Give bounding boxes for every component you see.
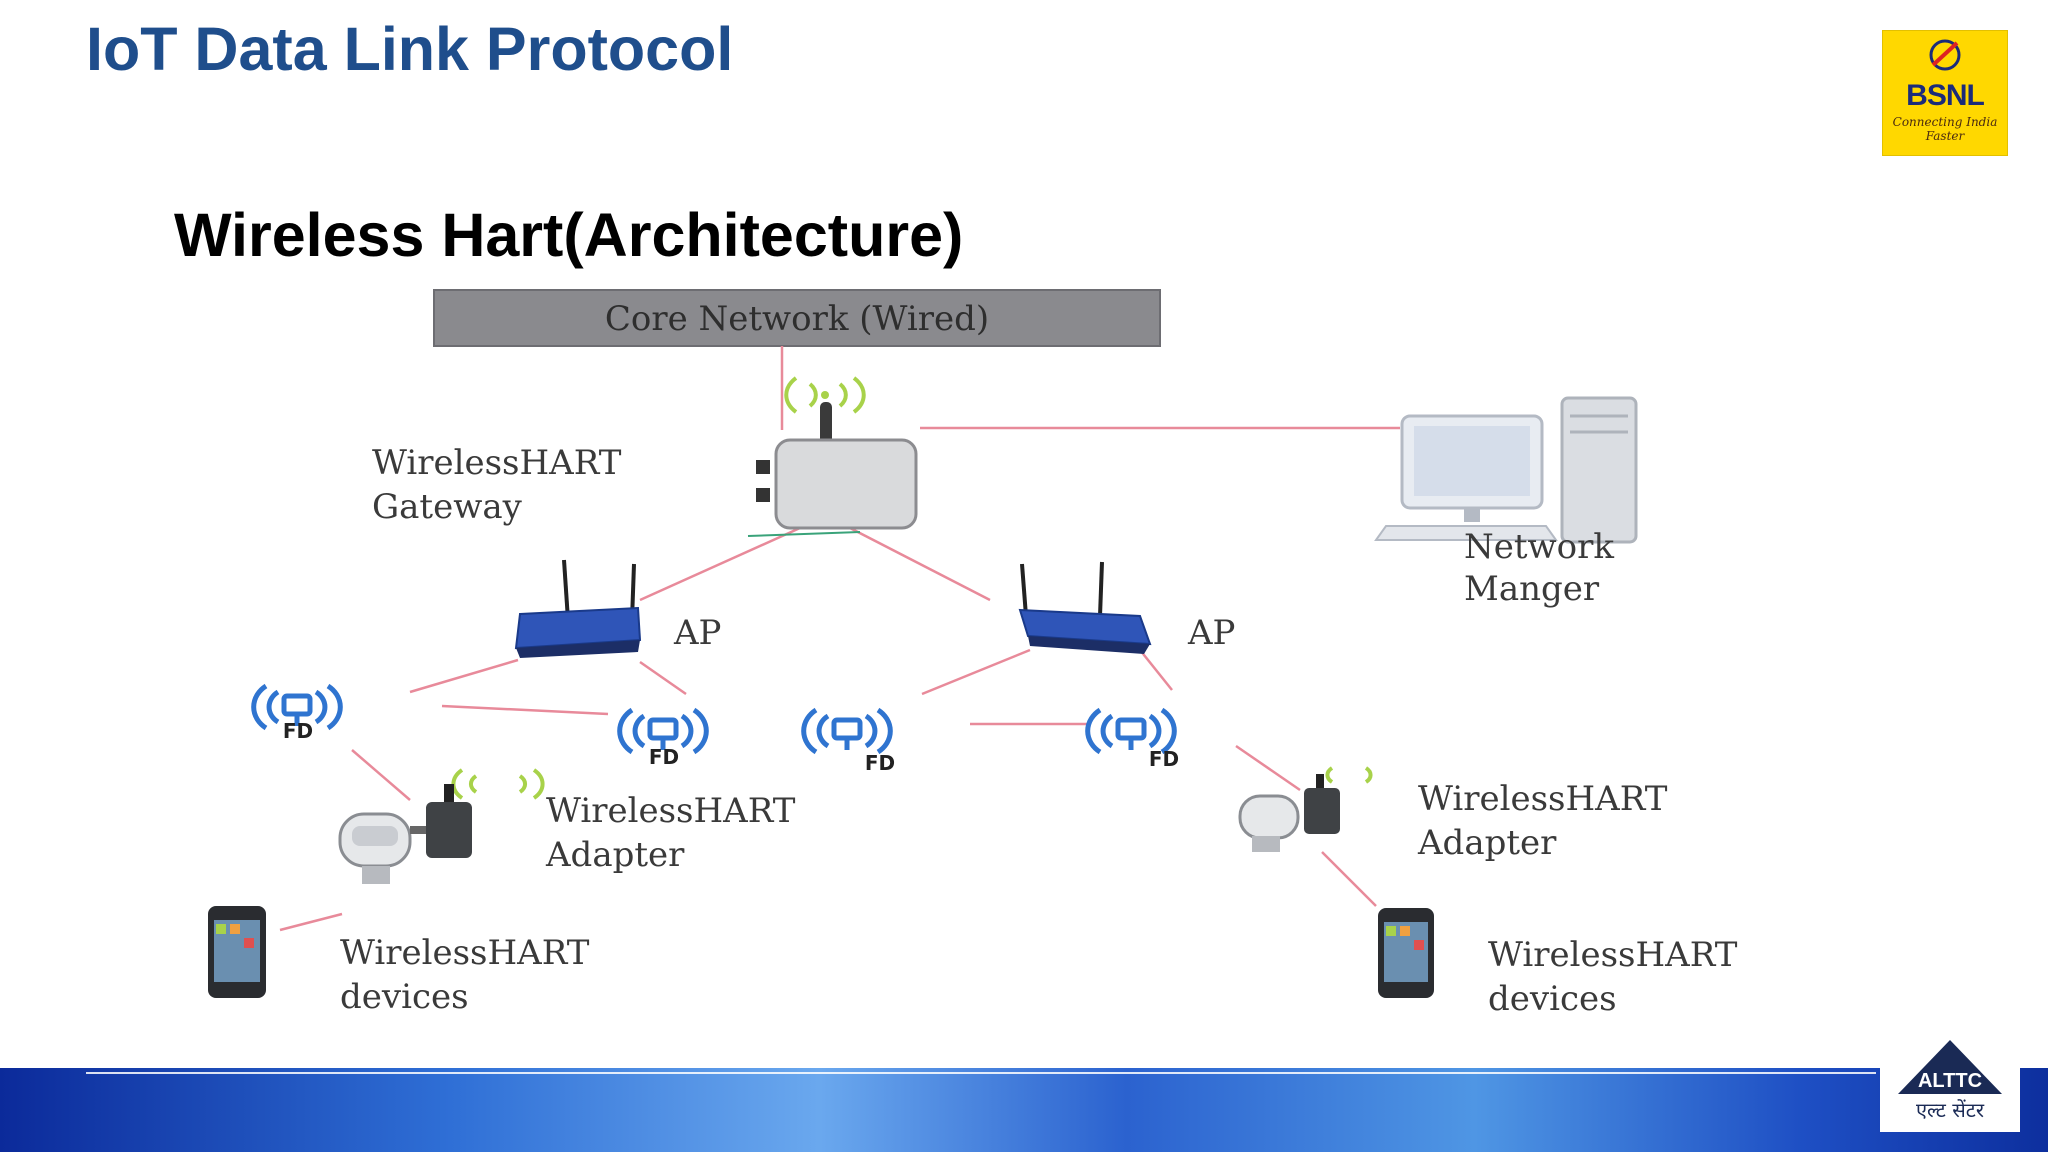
wirelesshart-architecture-diagram: .lbl { font-family: "DejaVu Serif", seri… bbox=[208, 289, 1738, 1019]
field-device-1 bbox=[251, 683, 343, 731]
core-network-label: Core Network (Wired) bbox=[605, 299, 989, 339]
fd-label-3: FD bbox=[865, 751, 895, 775]
field-device-2 bbox=[617, 707, 709, 755]
adapter-right-label-line1: WirelessHART bbox=[1418, 779, 1668, 819]
ap-left-to-fd2-link bbox=[639, 660, 687, 696]
gateway-label-line1: WirelessHART bbox=[372, 443, 622, 483]
access-point-right bbox=[1018, 561, 1152, 654]
ap-right-to-fd4-link bbox=[1139, 649, 1173, 691]
fd1-to-fd2-link bbox=[441, 704, 609, 716]
ap-right-to-fd3-link bbox=[921, 648, 1031, 696]
bsnl-logo: BSNL Connecting India Faster bbox=[1882, 30, 2008, 156]
devices-left-label-line1: WirelessHART bbox=[340, 933, 590, 973]
fd-label-4: FD bbox=[1149, 747, 1179, 771]
ap-left-label: AP bbox=[673, 613, 721, 653]
bsnl-logo-tagline: Connecting India Faster bbox=[1892, 115, 1998, 143]
alttc-triangle-icon bbox=[1898, 1040, 2002, 1094]
alttc-logo: ALTTC एल्ट सेंटर bbox=[1880, 1036, 2020, 1132]
network-manager-label-line2: Manger bbox=[1464, 569, 1600, 609]
devices-right-label-line2: devices bbox=[1488, 979, 1617, 1019]
devices-left-label-line2: devices bbox=[340, 977, 469, 1017]
ap-left-to-fd1-link bbox=[409, 658, 519, 694]
footer-divider bbox=[86, 1072, 1876, 1074]
gateway-label-line2: Gateway bbox=[372, 487, 523, 527]
wirelesshart-gateway bbox=[747, 376, 918, 537]
field-device-4 bbox=[1085, 707, 1177, 755]
page-title: IoT Data Link Protocol bbox=[86, 15, 734, 83]
slide-subtitle: Wireless Hart(Architecture) bbox=[174, 201, 964, 269]
adapter-to-device-left-link bbox=[279, 912, 343, 932]
fd4-to-adapter-link bbox=[1235, 744, 1301, 792]
fd-label-1: FD bbox=[283, 719, 313, 743]
adapter-to-device-right-link bbox=[1321, 851, 1377, 907]
bsnl-logo-text: BSNL bbox=[1906, 79, 1985, 112]
wirelesshart-device-phone-right bbox=[1378, 908, 1434, 998]
network-links bbox=[279, 346, 1400, 932]
gateway-to-ap-right-link bbox=[849, 526, 991, 602]
adapter-left-label-line1: WirelessHART bbox=[546, 791, 796, 831]
bsnl-emblem-icon bbox=[1929, 39, 1961, 71]
fd-label-2: FD bbox=[649, 745, 679, 769]
network-manager-computer bbox=[1374, 396, 1638, 544]
alttc-logo-text: ALTTC bbox=[1917, 1070, 1983, 1092]
fd1-to-adapter-link bbox=[351, 749, 411, 801]
wirelesshart-adapter-right bbox=[1238, 766, 1373, 852]
alttc-logo-hindi: एल्ट सेंटर bbox=[1916, 1098, 1984, 1122]
wirelesshart-device-phone-left bbox=[208, 906, 266, 998]
adapter-left-label-line2: Adapter bbox=[545, 835, 685, 875]
ap-right-label: AP bbox=[1187, 613, 1235, 653]
gateway-to-ap-left-link bbox=[639, 526, 801, 602]
wirelesshart-adapter-left bbox=[338, 768, 545, 884]
core-network-bar: Core Network (Wired) bbox=[433, 289, 1161, 347]
network-manager-label-line1: Network bbox=[1464, 527, 1614, 567]
field-device-3 bbox=[801, 707, 893, 755]
access-point-left bbox=[514, 559, 642, 658]
adapter-right-label-line2: Adapter bbox=[1417, 823, 1557, 863]
devices-right-label-line1: WirelessHART bbox=[1488, 935, 1738, 975]
footer-band bbox=[0, 1068, 2048, 1152]
